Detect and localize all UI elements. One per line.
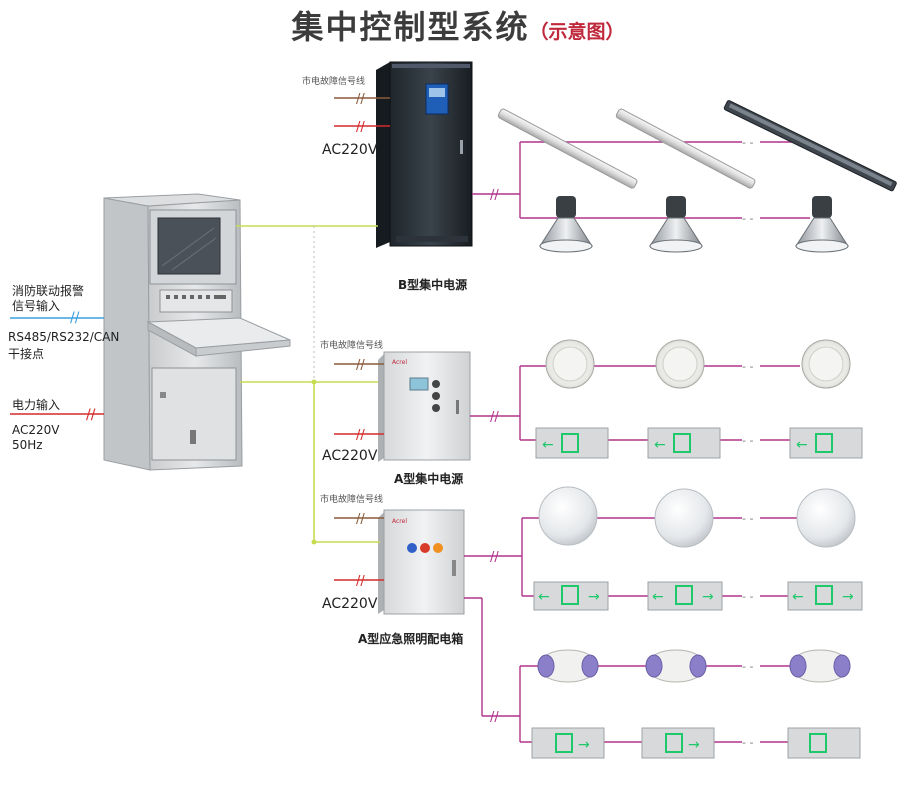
brand-logo-a: Acrel (392, 359, 407, 366)
fire-input-label-2: 信号输入 (12, 299, 61, 313)
fire-input-label-1: 消防联动报警 (12, 284, 85, 298)
svg-text://: // (490, 410, 499, 425)
dry-contact-label: 干接点 (8, 347, 45, 361)
control-console (103, 193, 291, 471)
exit-sign-both: ← → (533, 581, 609, 611)
exit-sign-both: ← → (647, 581, 723, 611)
exit-sign-left: ← (535, 427, 609, 459)
svg-text:→: → (688, 737, 700, 753)
svg-text://: // (490, 710, 499, 725)
left-ac-label: AC220V (12, 423, 60, 437)
svg-text://: // (490, 188, 499, 203)
brand-logo-dist: Acrel (392, 518, 407, 525)
globe-light (796, 488, 856, 548)
a-type-distribution-box: Acrel (378, 509, 465, 615)
twin-head-emergency-light (645, 649, 707, 683)
svg-text:- -: - - (742, 660, 753, 673)
svg-text:- -: - - (742, 512, 753, 525)
tube-light (615, 108, 756, 189)
svg-text:←: ← (654, 437, 666, 453)
title-sub: （示意图） (529, 21, 625, 43)
exit-sign-left: ← (647, 427, 721, 459)
ac-label: AC220V (322, 448, 378, 464)
svg-text:←: ← (538, 589, 550, 605)
svg-text://: // (356, 428, 365, 443)
fault-signal-label: 市电故障信号线 (302, 77, 366, 87)
svg-text:→: → (588, 589, 600, 605)
svg-text:- -: - - (742, 360, 753, 373)
b-power-label: B型集中电源 (398, 278, 468, 292)
output-line-marks: // // // // (490, 188, 499, 725)
downlight (655, 339, 705, 389)
globe-light (654, 488, 714, 548)
svg-text:- -: - - (742, 212, 753, 225)
twin-head-emergency-light (537, 649, 599, 683)
ac-label: AC220V (322, 596, 378, 612)
svg-text:- -: - - (742, 590, 753, 603)
dist-inputs: // // (334, 512, 384, 589)
svg-text://: // (356, 120, 365, 135)
b-inputs: // // (334, 92, 390, 135)
svg-text:←: ← (796, 437, 808, 453)
svg-text://: // (356, 574, 365, 589)
title-main: 集中控制型系统 (291, 8, 530, 46)
svg-text://: // (356, 512, 365, 527)
left-hz-label: 50Hz (12, 438, 43, 452)
exit-sign-right: → (641, 727, 715, 759)
break-marks: - - - - - - - - - - - - - - - - (742, 136, 753, 749)
exit-sign-right: → (531, 727, 605, 759)
svg-text:- -: - - (742, 736, 753, 749)
bus-lines (236, 225, 380, 543)
line-mark-icon: // (70, 310, 80, 326)
svg-text:- -: - - (742, 136, 753, 149)
globe-light (538, 486, 598, 546)
power-input-label: 电力输入 (12, 398, 61, 412)
svg-text:←: ← (792, 589, 804, 605)
tube-light (723, 100, 897, 192)
svg-text://: // (490, 550, 499, 565)
svg-text://: // (356, 92, 365, 107)
junction-dot (311, 379, 317, 385)
svg-text://: // (356, 358, 365, 373)
tube-light (497, 108, 638, 189)
svg-text:→: → (702, 589, 714, 605)
high-bay-light (539, 196, 593, 253)
dist-box-label: A型应急照明配电箱 (358, 632, 464, 646)
exit-sign-blank (787, 727, 861, 759)
line-mark-icon: // (86, 407, 96, 423)
a-power-label: A型集中电源 (394, 472, 464, 486)
diagram-title: 集中控制型系统（示意图） (0, 2, 916, 48)
downlight (801, 339, 851, 389)
a-power-inputs: // // (334, 358, 384, 443)
b-type-power-cabinet (376, 61, 473, 248)
svg-text:←: ← (542, 437, 554, 453)
twin-head-emergency-light (789, 649, 851, 683)
downlight (545, 339, 595, 389)
fault-signal-label: 市电故障信号线 (320, 495, 384, 505)
exit-sign-both: ← → (787, 581, 863, 611)
output-lines (464, 141, 810, 743)
high-bay-light (795, 196, 849, 253)
fault-signal-label: 市电故障信号线 (320, 341, 384, 351)
exit-sign-left: ← (789, 427, 863, 459)
a-type-power-box: Acrel (378, 351, 471, 462)
high-bay-light (649, 196, 703, 253)
junction-dot (311, 539, 317, 545)
ac-label: AC220V (322, 142, 378, 158)
svg-text:→: → (578, 737, 590, 753)
rs-label: RS485/RS232/CAN (8, 330, 120, 344)
svg-text:→: → (842, 589, 854, 605)
svg-text:←: ← (652, 589, 664, 605)
svg-text:- -: - - (742, 434, 753, 447)
